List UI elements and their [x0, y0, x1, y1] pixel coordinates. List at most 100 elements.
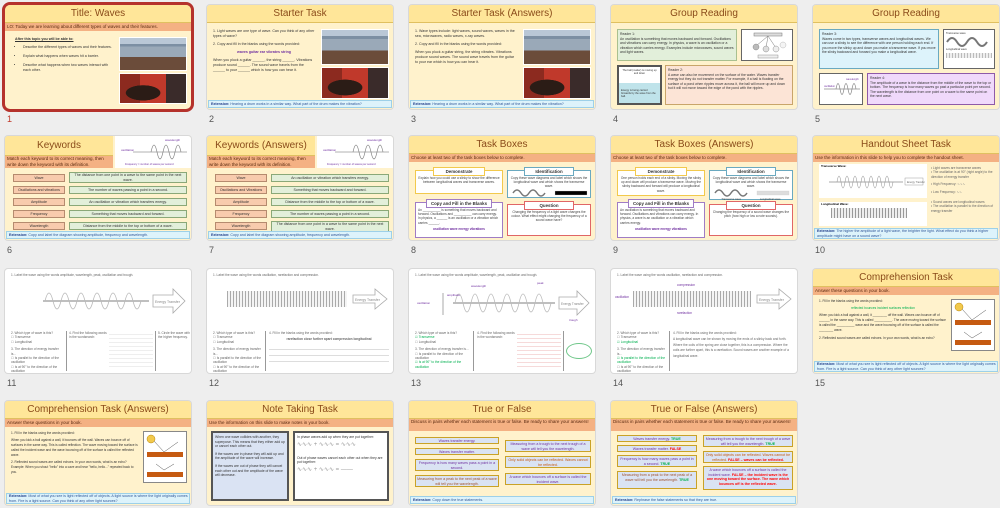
slide-thumbnail[interactable]: Keywords Match each keyword to its corre…: [5, 136, 191, 240]
task-box-identification: Identification Copy these wave diagrams …: [709, 167, 793, 201]
slide-title: Keywords (Answers): [207, 136, 315, 156]
slide-thumbnail[interactable]: Group Reading Reader 1: An oscillation i…: [611, 5, 797, 109]
circled-answer: [566, 343, 592, 359]
slide-title: Title: Waves: [5, 5, 191, 23]
statement-card[interactable]: Measuring from a peak to the next peak o…: [617, 471, 697, 489]
fill-blanks-text: When you kick a ball against a wall, it …: [819, 313, 946, 332]
slide-thumbnail[interactable]: Starter Task (Answers) 1. Wave types inc…: [409, 5, 595, 109]
slide-11[interactable]: 1. Label the wave using the words amplit…: [5, 269, 191, 388]
slide-5[interactable]: Group Reading Reader 3: Waves come in tw…: [813, 5, 999, 124]
slide-18[interactable]: True or False Discuss in pairs whether e…: [409, 401, 595, 505]
extension-bar: Extension: Most of what you see is light…: [814, 361, 998, 372]
statement-card[interactable]: Measuring from a peak to the next peak o…: [415, 475, 499, 487]
slide-1[interactable]: Title: Waves LO: Today we are learning a…: [5, 5, 191, 124]
definition-card[interactable]: Something that moves backward and forwar…: [271, 186, 389, 194]
keyword-card[interactable]: Frequency: [215, 210, 267, 218]
statement-card[interactable]: Only solid objects can be reflected. Wav…: [703, 451, 793, 463]
keyword-card[interactable]: Amplitude: [13, 198, 65, 206]
slide-10[interactable]: Handout Sheet Task Use the information i…: [813, 136, 999, 255]
slide-15[interactable]: Comprehension Task Answer these question…: [813, 269, 999, 388]
slide-thumbnail[interactable]: Group Reading Reader 3: Waves come in tw…: [813, 5, 999, 109]
keyword-card[interactable]: Wavelength: [13, 222, 65, 230]
statement-card[interactable]: A wave which bounces off a surface is ca…: [505, 473, 591, 485]
extension-bar: Extension: Hearing a drum works in a sim…: [208, 100, 392, 108]
slide-number: 7: [209, 245, 215, 255]
wordsearch-grid: [109, 331, 153, 369]
definition-card[interactable]: An oscillation or vibration which transf…: [271, 174, 389, 182]
statement-card[interactable]: A wave which bounces off a surface is ca…: [703, 466, 793, 490]
slide-thumbnail[interactable]: Note Taking Task Use the information on …: [207, 401, 393, 505]
statement-card[interactable]: Waves transfer matter. FALSE: [617, 445, 697, 452]
statement-card[interactable]: Measuring from a trough to the next trou…: [703, 435, 793, 447]
svg-text:trough: trough: [569, 318, 578, 322]
slide-thumbnail[interactable]: 1. Label the wave using the words amplit…: [409, 269, 595, 373]
slide-17[interactable]: Note Taking Task Use the information on …: [207, 401, 393, 505]
slide-8[interactable]: Task Boxes Choose at least two of the ta…: [409, 136, 595, 255]
slide-14[interactable]: 1. Label the wave using the words oscill…: [611, 269, 797, 388]
statement-card[interactable]: Only solid objects can be reflected. Wav…: [505, 456, 591, 468]
extension-bar: Extension: Copy and label the diagram sh…: [6, 231, 190, 239]
slide-9[interactable]: Task Boxes (Answers) Choose at least two…: [611, 136, 797, 255]
word-bank: waves guitar ear vibrates string: [237, 50, 291, 54]
longitudinal-wave-image: [633, 291, 751, 307]
definition-card[interactable]: Distance from the middle to the top or b…: [271, 198, 389, 206]
statement-card[interactable]: Frequency is how many waves pass a point…: [617, 455, 697, 467]
slide-16[interactable]: Comprehension Task (Answers) Answer thes…: [5, 401, 191, 505]
ripple-diagram: The ball (matter) is moving up and down …: [617, 65, 662, 105]
slide-thumbnail[interactable]: 1. Label the wave using the words oscill…: [611, 269, 797, 373]
slide-number: 15: [815, 378, 826, 388]
definition-card[interactable]: An oscillation or vibration which transf…: [69, 198, 187, 206]
objective-item: Describe the different types of waves an…: [23, 45, 115, 50]
slide-number: 9: [613, 245, 619, 255]
slide-thumbnail[interactable]: Comprehension Task Answer these question…: [813, 269, 999, 373]
slide-13[interactable]: 1. Label the wave using the words amplit…: [409, 269, 595, 388]
definition-card[interactable]: The number of waves passing a point in a…: [69, 186, 187, 194]
keyword-card[interactable]: Frequency: [13, 210, 65, 218]
slide-6[interactable]: Keywords Match each keyword to its corre…: [5, 136, 191, 255]
keyword-card[interactable]: Oscillations and vibrations: [13, 186, 65, 194]
slide-thumbnail[interactable]: Task Boxes (Answers) Choose at least two…: [611, 136, 797, 240]
statement-card[interactable]: Waves transfer energy.: [415, 437, 499, 444]
fill-blanks-text: When you pluck a guitar ______, the stri…: [213, 58, 313, 72]
svg-text:Energy Transfer: Energy Transfer: [155, 300, 181, 304]
slide-thumbnail[interactable]: Title: Waves LO: Today we are learning a…: [5, 5, 191, 109]
slide-thumbnail[interactable]: 1. Label the wave using the words oscill…: [207, 269, 393, 373]
fill-blanks-answer: When you pluck a guitar string, the stri…: [415, 50, 515, 64]
slide-thumbnail[interactable]: True or False Discuss in pairs whether e…: [409, 401, 595, 505]
word-bank: reflected bounces incident surfaces refl…: [851, 306, 915, 310]
slide-thumbnail[interactable]: Handout Sheet Task Use the information i…: [813, 136, 999, 240]
slide-thumbnail[interactable]: True or False (Answers) Discuss in pairs…: [611, 401, 797, 505]
slide-3[interactable]: Starter Task (Answers) 1. Wave types inc…: [409, 5, 595, 124]
slide-thumbnail[interactable]: Task Boxes Choose at least two of the ta…: [409, 136, 595, 240]
definition-card[interactable]: The distance from one point in a wave to…: [69, 172, 187, 183]
slide-19[interactable]: True or False (Answers) Discuss in pairs…: [611, 401, 797, 505]
statement-card[interactable]: Waves transfer matter.: [415, 448, 499, 455]
slide-7[interactable]: Keywords (Answers) Match each keyword to…: [207, 136, 393, 255]
slide-title: Task Boxes: [409, 136, 595, 154]
definition-card[interactable]: The number of waves passing a point in a…: [271, 210, 389, 218]
slide-thumbnail[interactable]: Comprehension Task (Answers) Answer thes…: [5, 401, 191, 505]
keyword-card[interactable]: Amplitude: [215, 198, 267, 206]
extension-bar: Extension: Rephrase the false statements…: [612, 496, 796, 504]
statement-card[interactable]: Frequency is how many waves pass a point…: [415, 459, 499, 471]
keyword-card[interactable]: Oscillations and Vibrations: [215, 186, 267, 194]
keyword-card[interactable]: Wave: [215, 174, 267, 182]
worksheet-q2: 2. Which type of wave is this? ☐ Transve…: [213, 331, 262, 373]
slide-number: 14: [613, 378, 624, 388]
statement-card[interactable]: Waves transfer energy. TRUE: [617, 435, 697, 442]
statement-card[interactable]: Measuring from a trough to the next trou…: [505, 440, 591, 452]
reflection-diagram: [951, 299, 995, 351]
keyword-card[interactable]: Wavelength: [215, 222, 267, 230]
slide-thumbnail[interactable]: Starter Task 1. Light waves are one type…: [207, 5, 393, 109]
definition-card[interactable]: Something that moves backward and forwar…: [69, 210, 187, 218]
slide-thumbnail[interactable]: 1. Label the wave using the words amplit…: [5, 269, 191, 373]
keyword-card[interactable]: Wave: [13, 174, 65, 182]
objectives-heading: After this topic you will be able to:: [15, 37, 74, 41]
slide-2[interactable]: Starter Task 1. Light waves are one type…: [207, 5, 393, 124]
definition-card[interactable]: Distance from the middle to the top or b…: [69, 222, 187, 230]
slide-thumbnail[interactable]: Keywords (Answers) Match each keyword to…: [207, 136, 393, 240]
svg-text:Energy Transfer: Energy Transfer: [355, 298, 381, 302]
slide-4[interactable]: Group Reading Reader 1: An oscillation i…: [611, 5, 797, 124]
slide-12[interactable]: 1. Label the wave using the words oscill…: [207, 269, 393, 388]
